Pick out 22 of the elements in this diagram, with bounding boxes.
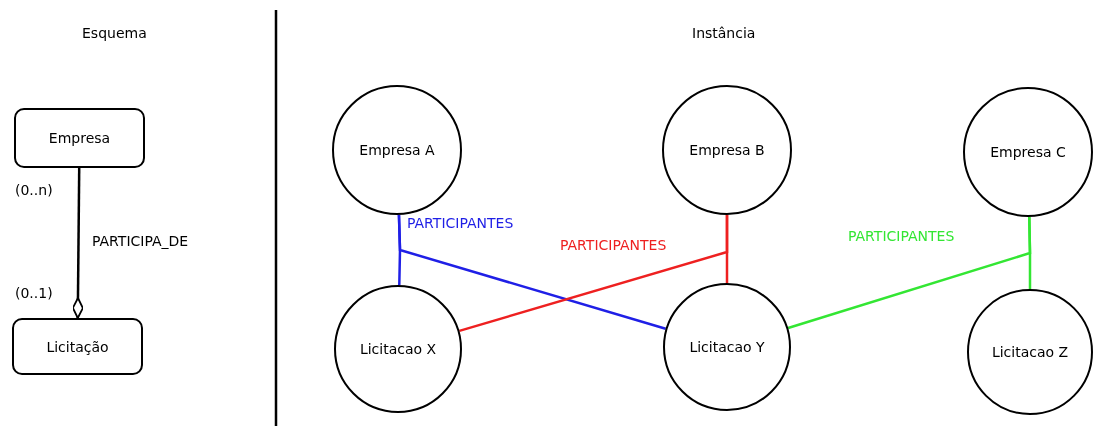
node-label: Empresa xyxy=(48,130,111,146)
entity-box xyxy=(12,318,143,375)
connector-line xyxy=(787,216,1032,330)
node-label: Empresa B xyxy=(689,142,765,158)
section-heading: Esquema xyxy=(82,26,147,40)
node-label: Empresa A xyxy=(359,142,435,158)
node-label: Licitacao Z xyxy=(991,344,1069,360)
multiplicity-label: (0..n) xyxy=(15,183,53,197)
aggregation-line xyxy=(71,168,84,319)
section-heading: Instância xyxy=(692,26,756,40)
node-label: Licitação xyxy=(46,338,109,355)
multiplicity-label: (0..1) xyxy=(15,286,53,300)
entity-box xyxy=(14,108,145,168)
connector-line xyxy=(459,215,729,333)
edge-label: PARTICIPANTES xyxy=(558,237,669,253)
edge-label: PARTICIPA_DE xyxy=(90,233,191,249)
edge-label: PARTICIPANTES xyxy=(405,215,516,231)
connector-line xyxy=(397,214,666,330)
edge-label: PARTICIPANTES xyxy=(846,228,957,244)
node-label: Empresa C xyxy=(990,144,1066,160)
node-label: Licitacao Y xyxy=(689,339,765,355)
node-label: Licitacao X xyxy=(359,341,437,357)
